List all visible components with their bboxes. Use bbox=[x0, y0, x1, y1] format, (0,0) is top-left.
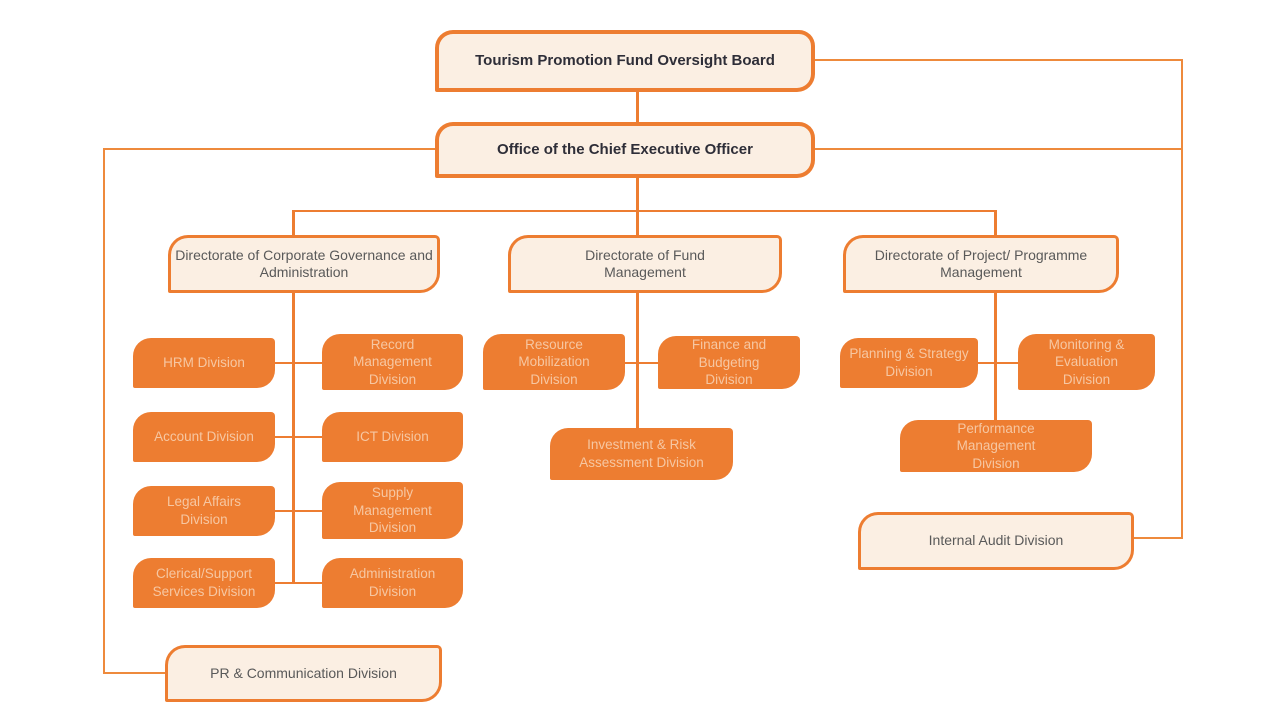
connector-drop-directorate-3 bbox=[994, 210, 997, 235]
node-label: Performance Management Division bbox=[956, 420, 1036, 471]
node-oversight-board[interactable]: Tourism Promotion Fund Oversight Board bbox=[435, 30, 815, 92]
connector-trunk bbox=[292, 210, 997, 212]
node-label: Monitoring & Evaluation Division bbox=[1048, 336, 1125, 387]
connector-spine-directorate-1 bbox=[292, 293, 295, 584]
node-clerical-support-division[interactable]: Clerical/Support Services Division bbox=[133, 558, 275, 608]
node-directorate-corporate-governance[interactable]: Directorate of Corporate Governance and … bbox=[168, 235, 440, 293]
node-label: Clerical/Support Services Division bbox=[152, 566, 256, 599]
connector-board-ceo bbox=[636, 92, 639, 122]
node-label: ICT Division bbox=[356, 429, 429, 445]
node-label: Investment & Risk Assessment Division bbox=[579, 437, 704, 470]
connector-fund-row bbox=[625, 362, 658, 364]
connector-ceo-right bbox=[815, 148, 1183, 150]
node-internal-audit-division[interactable]: Internal Audit Division bbox=[858, 512, 1134, 570]
connector-internal-audit bbox=[1134, 537, 1183, 539]
node-label: Office of the Chief Executive Officer bbox=[497, 140, 753, 158]
connector-row2 bbox=[275, 436, 322, 438]
node-ict-division[interactable]: ICT Division bbox=[322, 412, 463, 462]
node-label: Directorate of Corporate Governance and … bbox=[175, 246, 433, 281]
node-pr-communication-division[interactable]: PR & Communication Division bbox=[165, 645, 442, 702]
node-label: Legal Affairs Division bbox=[166, 494, 242, 527]
node-label: Internal Audit Division bbox=[928, 532, 1064, 549]
node-performance-management-division[interactable]: Performance Management Division bbox=[900, 420, 1092, 472]
node-resource-mobilization-division[interactable]: Resource Mobilization Division bbox=[483, 334, 625, 390]
node-label: Record Management Division bbox=[353, 336, 432, 387]
connector-board-right bbox=[815, 59, 1183, 61]
node-label: Tourism Promotion Fund Oversight Board bbox=[475, 51, 775, 69]
node-supply-management-division[interactable]: Supply Management Division bbox=[322, 482, 463, 539]
node-label: Account Division bbox=[154, 429, 254, 445]
node-account-division[interactable]: Account Division bbox=[133, 412, 275, 462]
node-legal-affairs-division[interactable]: Legal Affairs Division bbox=[133, 486, 275, 536]
connector-spine-directorate-2 bbox=[636, 293, 639, 428]
connector-ceo-left bbox=[103, 148, 435, 150]
connector-drop-directorate-1 bbox=[292, 210, 295, 235]
node-directorate-project-programme[interactable]: Directorate of Project/ Programme Manage… bbox=[843, 235, 1119, 293]
node-label: Planning & Strategy Division bbox=[849, 346, 969, 379]
node-record-management-division[interactable]: Record Management Division bbox=[322, 334, 463, 390]
node-label: PR & Communication Division bbox=[210, 664, 397, 681]
connector-drop-directorate-2 bbox=[636, 210, 639, 235]
connector-row4 bbox=[275, 582, 322, 584]
connector-pr bbox=[103, 672, 165, 674]
node-administration-division[interactable]: Administration Division bbox=[322, 558, 463, 608]
node-investment-risk-division[interactable]: Investment & Risk Assessment Division bbox=[550, 428, 733, 480]
node-ceo-office[interactable]: Office of the Chief Executive Officer bbox=[435, 122, 815, 178]
node-hrm-division[interactable]: HRM Division bbox=[133, 338, 275, 388]
node-label: HRM Division bbox=[163, 355, 245, 371]
node-label: Resource Mobilization Division bbox=[518, 336, 590, 387]
node-label: Directorate of Fund Management bbox=[585, 246, 705, 281]
node-label: Administration Division bbox=[349, 566, 436, 599]
connector-right-vertical bbox=[1181, 59, 1183, 539]
node-monitoring-evaluation-division[interactable]: Monitoring & Evaluation Division bbox=[1018, 334, 1155, 390]
connector-row1 bbox=[275, 362, 322, 364]
node-label: Supply Management Division bbox=[353, 485, 432, 536]
connector-ceo-trunk bbox=[636, 178, 639, 212]
connector-spine-directorate-3 bbox=[994, 293, 997, 420]
node-label: Finance and Budgeting Division bbox=[691, 337, 767, 388]
connector-left-vertical bbox=[103, 148, 105, 674]
connector-row3 bbox=[275, 510, 322, 512]
connector-project-row bbox=[978, 362, 1018, 364]
node-finance-budgeting-division[interactable]: Finance and Budgeting Division bbox=[658, 336, 800, 389]
node-planning-strategy-division[interactable]: Planning & Strategy Division bbox=[840, 338, 978, 388]
node-label: Directorate of Project/ Programme Manage… bbox=[874, 246, 1088, 281]
node-directorate-fund-management[interactable]: Directorate of Fund Management bbox=[508, 235, 782, 293]
